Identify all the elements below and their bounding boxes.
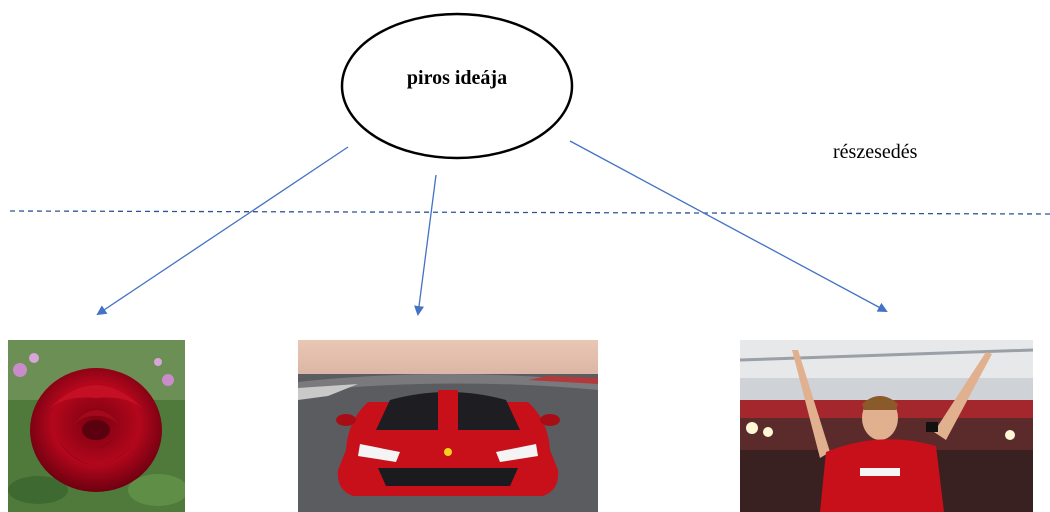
arrow-to-rose [96, 146, 349, 316]
arrow-to-car [414, 174, 437, 316]
red-rose-photo [8, 340, 185, 512]
football-player-red-jersey-photo [740, 340, 1033, 512]
red-sports-car-photo [298, 340, 598, 512]
arrow-to-player [569, 140, 888, 312]
participation-label: részesedés [833, 141, 918, 163]
idea-node-ellipse [340, 12, 574, 160]
idea-node-label: piros ideája [406, 67, 508, 89]
participation-divider [9, 210, 1050, 215]
